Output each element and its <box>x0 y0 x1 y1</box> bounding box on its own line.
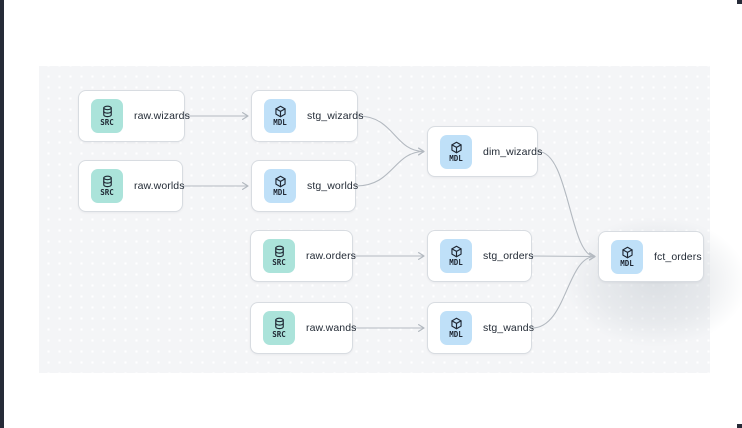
node-raw_worlds[interactable]: SRC raw.worlds <box>78 160 185 212</box>
database-icon <box>274 317 284 330</box>
node-label: stg_wizards <box>307 110 364 122</box>
src-badge: SRC <box>263 311 295 345</box>
cube-icon <box>450 245 462 258</box>
node-label: stg_orders <box>483 250 534 262</box>
badge-type-label: MDL <box>449 330 463 340</box>
badge-type-label: MDL <box>273 188 287 198</box>
badge-type-label: SRC <box>100 188 114 198</box>
node-label: raw.wands <box>306 322 357 334</box>
node-label: dim_wizards <box>483 145 543 158</box>
node-raw_wizards[interactable]: SRC raw.wizards <box>78 90 190 142</box>
mdl-badge: MDL <box>440 311 472 345</box>
node-label: stg_worlds <box>307 180 359 192</box>
node-label: raw.wizards <box>134 110 190 122</box>
badge-type-label: MDL <box>620 258 634 268</box>
badge-type-label: SRC <box>272 258 286 268</box>
mdl-badge: MDL <box>611 239 643 274</box>
node-label: stg_wands <box>483 322 535 334</box>
src-badge: SRC <box>91 169 123 203</box>
window-corner-top-right <box>737 0 742 4</box>
mdl-badge: MDL <box>440 239 472 273</box>
window-corner-bottom-right <box>737 424 742 428</box>
badge-type-label: SRC <box>272 330 286 340</box>
mdl-badge: MDL <box>440 134 472 169</box>
badge-type-label: MDL <box>273 118 287 128</box>
node-stg_wands[interactable]: MDL stg_wands <box>427 302 535 354</box>
node-dim_wizards[interactable]: MDL dim_wizards <box>427 126 542 177</box>
node-raw_orders[interactable]: SRC raw.orders <box>250 230 357 282</box>
mdl-badge: MDL <box>264 169 296 203</box>
node-stg_orders[interactable]: MDL stg_orders <box>427 230 534 282</box>
node-stg_worlds[interactable]: MDL stg_worlds <box>251 160 359 212</box>
src-badge: SRC <box>263 239 295 273</box>
badge-type-label: MDL <box>449 153 463 163</box>
node-label: raw.worlds <box>134 180 185 192</box>
cube-icon <box>274 105 286 118</box>
cube-icon <box>450 141 462 154</box>
mdl-badge: MDL <box>264 99 296 133</box>
cube-icon <box>450 317 462 330</box>
cube-icon <box>274 175 286 188</box>
node-fct_orders[interactable]: MDL fct_orders <box>598 231 704 282</box>
database-icon <box>274 245 284 258</box>
window-left-edge <box>0 0 4 428</box>
badge-type-label: MDL <box>449 258 463 268</box>
database-icon <box>102 175 112 188</box>
badge-type-label: SRC <box>100 118 114 128</box>
node-stg_wizards[interactable]: MDL stg_wizards <box>251 90 363 142</box>
cube-icon <box>621 246 633 259</box>
node-raw_wands[interactable]: SRC raw.wands <box>250 302 356 354</box>
src-badge: SRC <box>91 99 123 133</box>
node-label: fct_orders <box>654 250 702 263</box>
node-label: raw.orders <box>306 250 357 262</box>
database-icon <box>102 105 112 118</box>
